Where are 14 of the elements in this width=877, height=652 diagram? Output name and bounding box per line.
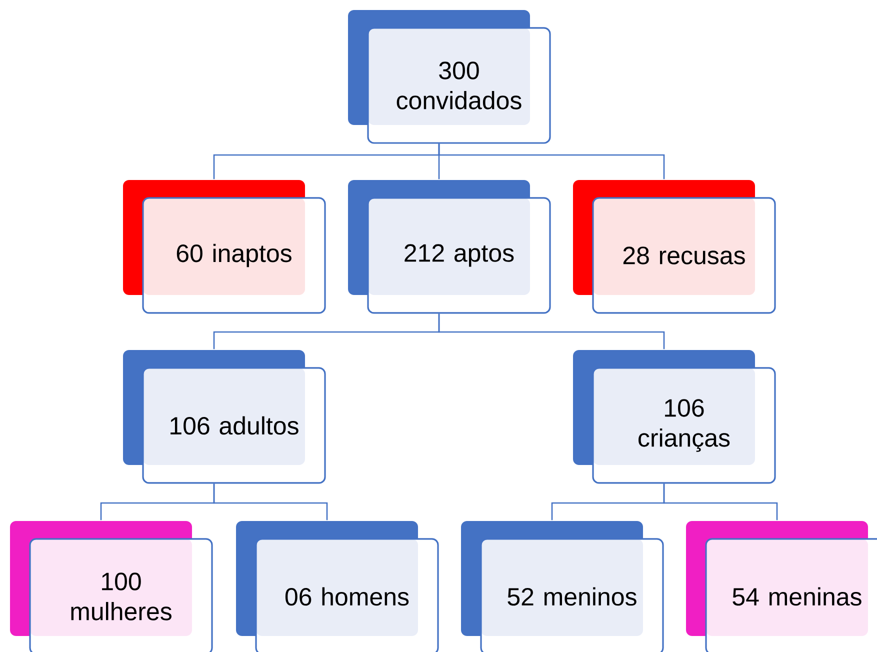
org-chart-box: 106 crianças: [573, 350, 776, 484]
org-chart-box: 212 aptos: [348, 180, 551, 314]
org-chart-box: 60 inaptos: [123, 180, 326, 314]
org-chart-box: 52 meninos: [461, 520, 664, 652]
org-chart-box: 300 convidados: [348, 10, 551, 144]
connector-line: [213, 484, 328, 520]
org-chart-box: 100 mulheres: [10, 520, 213, 652]
connector-line: [663, 484, 778, 520]
connector-line: [438, 144, 665, 180]
org-chart-box: 54 meninas: [686, 520, 877, 652]
org-chart-box: 06 homens: [236, 520, 439, 652]
org-chart-box: 106 adultos: [123, 350, 326, 484]
org-chart-box: 28 recusas: [573, 180, 776, 314]
connector-line: [438, 314, 665, 350]
